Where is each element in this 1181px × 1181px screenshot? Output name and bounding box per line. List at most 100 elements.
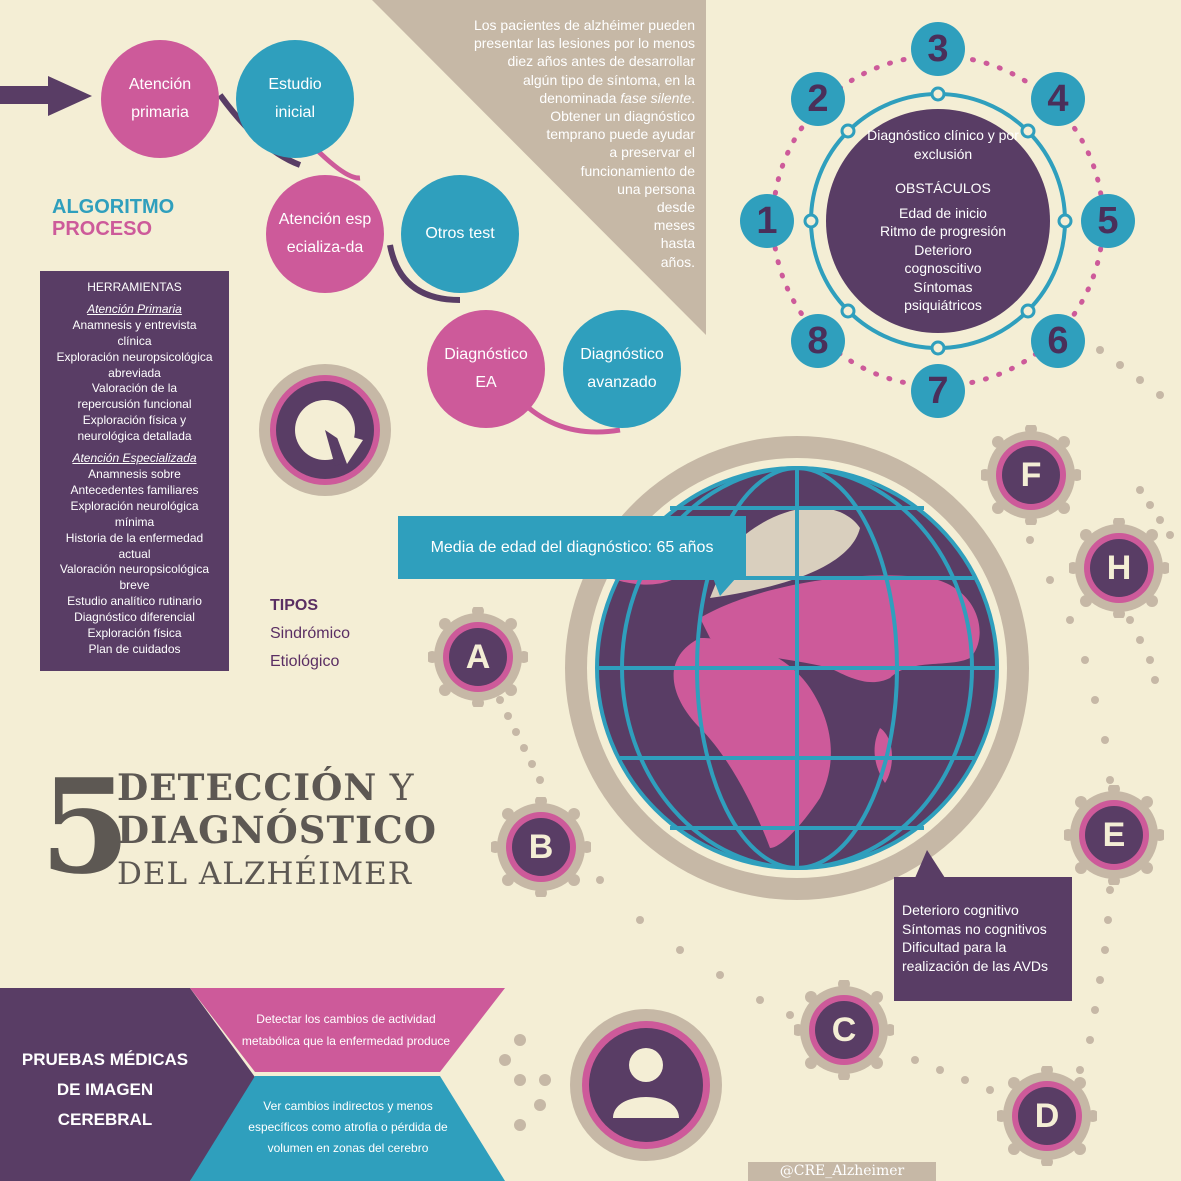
letter-gear-c: C — [794, 980, 894, 1080]
wheel-obstacle-item: Edad de inicio — [899, 204, 987, 221]
algo-step-estudio-inicial: Estudio inicial — [236, 40, 354, 158]
pruebas-bottom-text: Ver cambios indirectos y menos específic… — [248, 1099, 448, 1155]
intro-text-part: denominada — [539, 89, 621, 106]
tipos-title: TIPOS — [270, 597, 319, 614]
pruebas-top-text: Detectar los cambios de actividad metabó… — [241, 1012, 451, 1048]
pruebas-shapes — [0, 988, 505, 1181]
herramientas-title: HERRAMIENTAS — [87, 280, 182, 294]
symptoms-callout: Deterioro cognitivo Síntomas no cognitiv… — [894, 877, 1072, 1001]
algo-connector — [387, 244, 461, 303]
letter-gear-f: F — [981, 425, 1081, 525]
letter-gear-h: H — [1069, 518, 1169, 618]
algo-step-label: Diagnóstico EA — [444, 346, 528, 391]
intro-line: hasta — [660, 235, 695, 252]
wheel-number-2: 2 — [791, 72, 845, 126]
herramientas-panel: HERRAMIENTAS Atención Primaria Anamnesis… — [40, 271, 229, 671]
letter-gear-a: A — [428, 607, 528, 707]
algo-step-atencion-primaria: Atención primaria — [101, 40, 219, 158]
letter-label: A — [465, 637, 491, 676]
intro-line: diez años antes de desarrollar — [507, 53, 695, 70]
herramientas-item: Anamnesis y entrevista clínica — [72, 317, 197, 348]
symptom-item: Deterioro cognitivo — [902, 902, 1019, 918]
letter-label: D — [1034, 1096, 1060, 1135]
pruebas-title-line: DE IMAGEN — [56, 1080, 154, 1099]
pruebas-title-line: PRUEBAS MÉDICAS — [21, 1050, 189, 1069]
symptoms-callout-pointer — [915, 850, 945, 878]
person-icon — [570, 1009, 722, 1161]
herramientas-item: Exploración física — [87, 626, 182, 641]
herramientas-item: Exploración neuropsicológica abreviada — [56, 349, 213, 380]
algo-step-label: Diagnóstico avanzado — [580, 346, 664, 391]
tipos-item: Sindrómico — [270, 625, 351, 642]
letter-gear-d: D — [997, 1066, 1097, 1166]
letter-label: B — [528, 827, 554, 866]
herramientas-subtitle: Atención Especializada — [72, 451, 197, 466]
algo-step-diagnostico-avanzado: Diagnóstico avanzado — [563, 310, 681, 428]
intro-triangle — [372, 0, 706, 335]
herramientas-item: Exploración neurológica mínima — [70, 498, 199, 529]
age-callout: Media de edad del diagnóstico: 65 años — [398, 516, 746, 579]
pruebas-title-line: CEREBRAL — [57, 1110, 153, 1129]
algo-step-otros-test: Otros test — [401, 175, 519, 293]
intro-line: a preservar el — [609, 144, 695, 161]
herramientas-item: Anamnesis sobre Antecedentes familiares — [70, 466, 199, 497]
letter-label: F — [1020, 455, 1042, 494]
wheel-number-4: 4 — [1031, 72, 1085, 126]
letter-gear-b: B — [491, 797, 591, 897]
algo-step-label: Atención primaria — [128, 76, 192, 121]
algo-step-label: Otros test — [425, 225, 495, 242]
headline-line2: DIAGNÓSTICO — [117, 808, 437, 852]
wheel-obstacle-item: Ritmo de progresión — [879, 223, 1007, 239]
algo-step-diagnostico-ea: Diagnóstico EA — [427, 310, 545, 428]
wheel-obstacle-item: Deterioro cognoscitivo — [904, 241, 982, 277]
headline-line1b: Y — [377, 768, 415, 809]
legend-algoritmo: ALGORITMO — [52, 196, 175, 218]
herramientas-item: Exploración física y neurológica detalla… — [77, 413, 192, 444]
symptom-item: Síntomas no cognitivos — [902, 920, 1047, 937]
herramientas-subtitle: Atención Primaria — [87, 301, 182, 316]
wheel-obstacle-item: Síntomas psiquiátricos — [904, 278, 982, 314]
wheel-number-1: 1 — [740, 194, 794, 248]
credit: @CRE_Alzheimer — [748, 1162, 936, 1181]
intro-line: una persona — [617, 180, 695, 197]
symptom-item: Dificultad para la — [902, 939, 1007, 955]
herramientas-item: Valoración neuropsicológica breve — [59, 562, 210, 593]
letter-label: C — [831, 1010, 857, 1049]
wheel-obstacles-title: OBSTÁCULOS — [895, 180, 991, 196]
intro-line: temprano puede ayudar — [546, 126, 695, 143]
intro-text: Los pacientes de alzhéimer pueden presen… — [430, 16, 695, 271]
pruebas-title: PRUEBAS MÉDICAS DE IMAGEN CEREBRAL — [10, 1045, 200, 1135]
tipos-block: TIPOS Sindrómico Etiológico — [270, 592, 350, 676]
pie-chart-icon — [259, 364, 391, 496]
letter-gear-e: E — [1064, 785, 1164, 885]
intro-line: desde — [656, 199, 695, 216]
tipos-item: Etiológico — [270, 653, 340, 670]
letter-label: H — [1106, 548, 1132, 587]
headline-number: 5 — [40, 750, 131, 903]
wheel-number-5: 5 — [1081, 194, 1135, 248]
intro-text-emphasis: fase silente — [620, 89, 692, 106]
herramientas-item: Plan de cuidados — [88, 641, 181, 656]
arrow-right-icon — [0, 76, 92, 116]
intro-line: Obtener un diagnóstico — [550, 108, 695, 125]
headline-line1a: DETECCIÓN — [117, 767, 378, 809]
algo-step-label: Atención especializa-da — [278, 211, 372, 256]
headline-line1: DETECCIÓN Y — [117, 768, 415, 809]
intro-line: meses — [653, 217, 695, 234]
globe-icon — [565, 436, 1029, 900]
herramientas-item: Diagnóstico diferencial — [74, 610, 195, 625]
intro-line: denominada fase silente. — [430, 89, 695, 107]
wheel-center-title: Diagnóstico clínico y por exclusión — [867, 127, 1019, 162]
herramientas-item: Valoración de la repercusión funcional — [77, 381, 192, 412]
intro-line: Los pacientes de alzhéimer pueden — [473, 17, 695, 33]
wheel-number-6: 6 — [1031, 314, 1085, 368]
symptom-item: realización de las AVDs — [902, 957, 1049, 974]
intro-text-part: . — [691, 89, 695, 106]
dotted-connectors — [496, 346, 1174, 1131]
herramientas-item: Estudio analítico rutinario — [67, 594, 202, 609]
intro-line: años. — [660, 253, 695, 270]
age-callout-pointer — [713, 578, 736, 596]
wheel-number-8: 8 — [791, 314, 845, 368]
headline-line3: DEL ALZHÉIMER — [117, 856, 413, 892]
intro-line: algún tipo de síntoma, en la — [522, 71, 695, 88]
